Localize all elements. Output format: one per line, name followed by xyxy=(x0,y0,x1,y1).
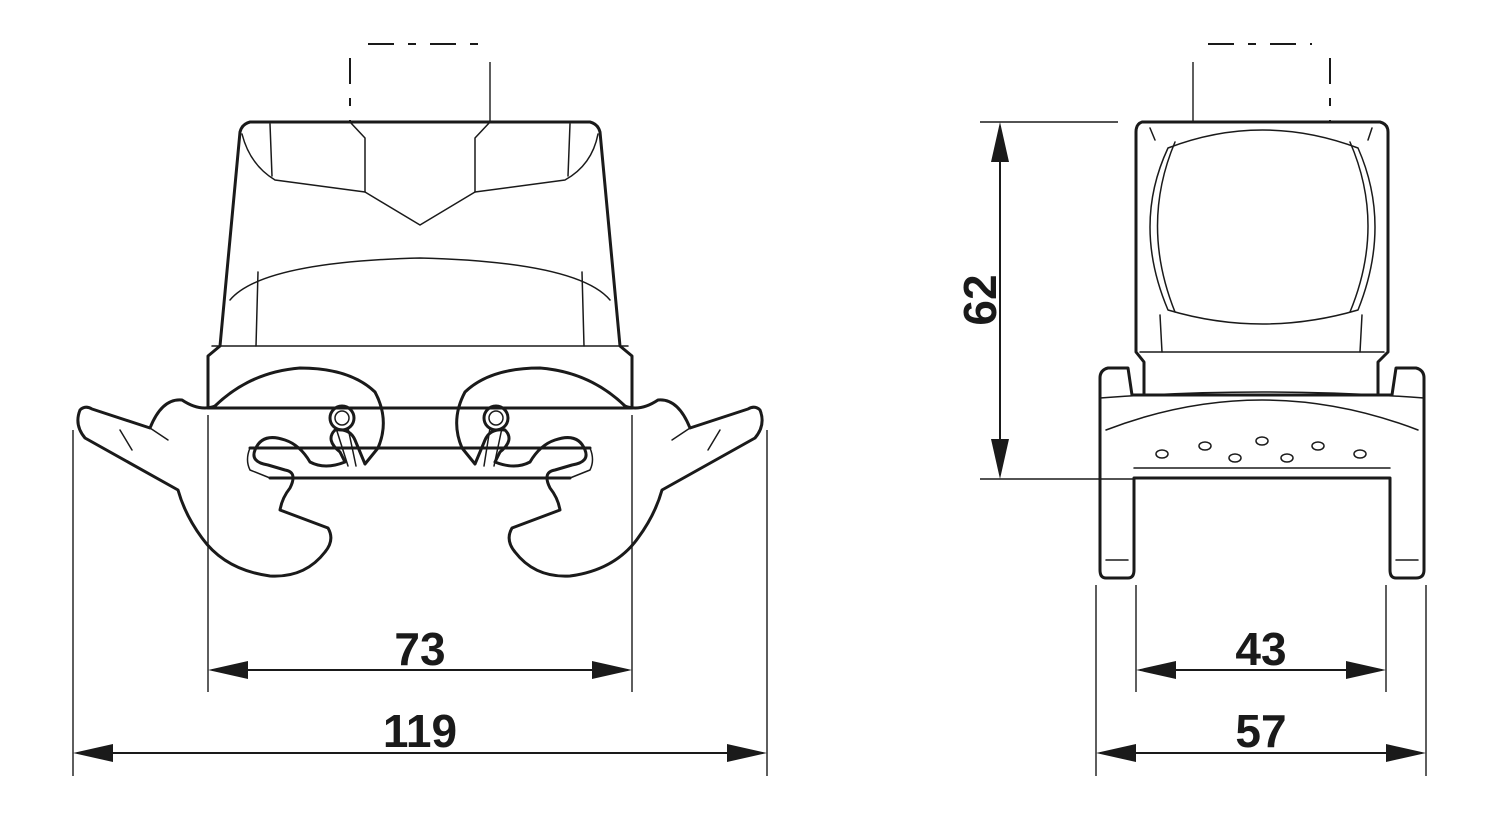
front-left-lever xyxy=(76,366,385,578)
side-base-housing xyxy=(1098,366,1426,580)
dimension-57: 57 xyxy=(1096,705,1426,762)
dimension-119: 119 xyxy=(73,705,767,762)
dimension-label-119: 119 xyxy=(383,705,457,757)
dimension-62: 62 xyxy=(954,122,1009,479)
side-hood-dome xyxy=(1149,129,1376,325)
front-hood-mid-panel xyxy=(229,257,611,301)
side-view: 62 43 57 xyxy=(954,43,1427,776)
dimension-73: 73 xyxy=(208,623,632,679)
front-cable-entry-hidden xyxy=(349,43,491,122)
front-right-lever xyxy=(455,366,764,578)
side-hood-outline xyxy=(1134,120,1390,397)
front-base-plate xyxy=(248,446,592,480)
dimension-label-73: 73 xyxy=(394,623,445,675)
side-cable-entry-hidden xyxy=(1192,43,1331,122)
dimension-label-43: 43 xyxy=(1235,623,1286,675)
side-vent-holes xyxy=(1155,436,1367,463)
dimension-label-57: 57 xyxy=(1235,705,1286,757)
front-hood-top-profile xyxy=(241,133,599,226)
dimension-label-62: 62 xyxy=(954,274,1006,325)
front-view: 73 119 xyxy=(72,43,768,776)
dimension-43: 43 xyxy=(1136,623,1386,679)
